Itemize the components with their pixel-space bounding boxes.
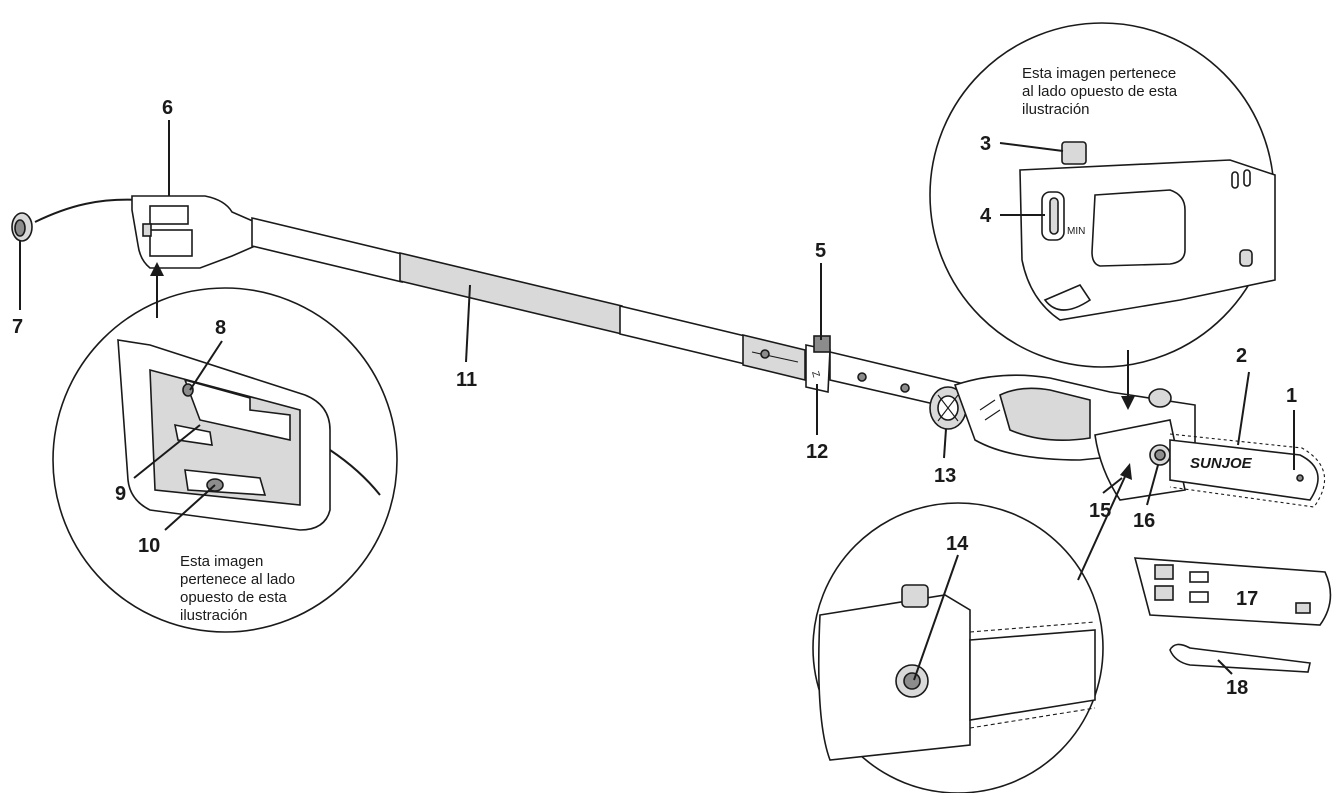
- part-numbers: 1 2 3 4 5 6 7 8 9 10 11 12 13 14 15 16 1…: [12, 97, 1297, 699]
- min-marking: MIN: [1067, 226, 1085, 237]
- label-2: 2: [1236, 345, 1247, 367]
- label-7: 7: [12, 316, 23, 338]
- label-3: 3: [980, 133, 991, 155]
- note-bottom-left-line-4: ilustración: [180, 607, 248, 624]
- label-13: 13: [934, 465, 956, 487]
- leader-lines: [19, 120, 1295, 681]
- pointer-arrows: [150, 262, 1135, 581]
- label-17: 17: [1236, 588, 1258, 610]
- sprocket-cover: [1094, 419, 1186, 501]
- locking-collar: Z: [805, 335, 831, 393]
- label-18: 18: [1226, 677, 1248, 699]
- note-top-right-line-1: Esta imagen pertenece: [1022, 65, 1176, 82]
- inset-top-right: MIN: [929, 22, 1276, 368]
- label-14: 14: [946, 533, 969, 555]
- power-cord: [11, 198, 141, 242]
- label-12: 12: [806, 441, 828, 463]
- label-15: 15: [1089, 500, 1111, 522]
- note-bottom-left-line-2: pertenece al lado: [180, 571, 295, 588]
- telescopic-pole: [251, 216, 806, 382]
- note-top-right-line-2: al lado opuesto de esta: [1022, 83, 1178, 100]
- label-5: 5: [815, 240, 826, 262]
- note-bottom-left-line-1: Esta imagen: [180, 553, 263, 570]
- label-9: 9: [115, 483, 126, 505]
- label-6: 6: [162, 97, 173, 119]
- label-11: 11: [456, 369, 477, 391]
- label-10: 10: [138, 535, 160, 557]
- label-8: 8: [215, 317, 226, 339]
- label-4: 4: [980, 205, 992, 227]
- brand-mark: SUNJOE: [1190, 455, 1253, 472]
- inset-bottom-right: [812, 502, 1104, 793]
- note-top-right: Esta imagen pertenece al lado opuesto de…: [1022, 65, 1178, 118]
- hex-wrench: [1169, 643, 1311, 673]
- bar-cover: [1133, 557, 1332, 626]
- guide-bar-and-chain: SUNJOE: [1169, 433, 1326, 508]
- inset-left: [52, 287, 398, 633]
- note-top-right-line-3: ilustración: [1022, 101, 1090, 118]
- label-16: 16: [1133, 510, 1155, 532]
- note-bottom-left: Esta imagen pertenece al lado opuesto de…: [180, 553, 295, 624]
- oil-tank-cap: [929, 386, 967, 430]
- note-bottom-left-line-3: opuesto de esta: [180, 589, 287, 606]
- label-1: 1: [1286, 385, 1297, 407]
- svg-text:Z: Z: [809, 370, 821, 379]
- rear-handle: [131, 195, 256, 269]
